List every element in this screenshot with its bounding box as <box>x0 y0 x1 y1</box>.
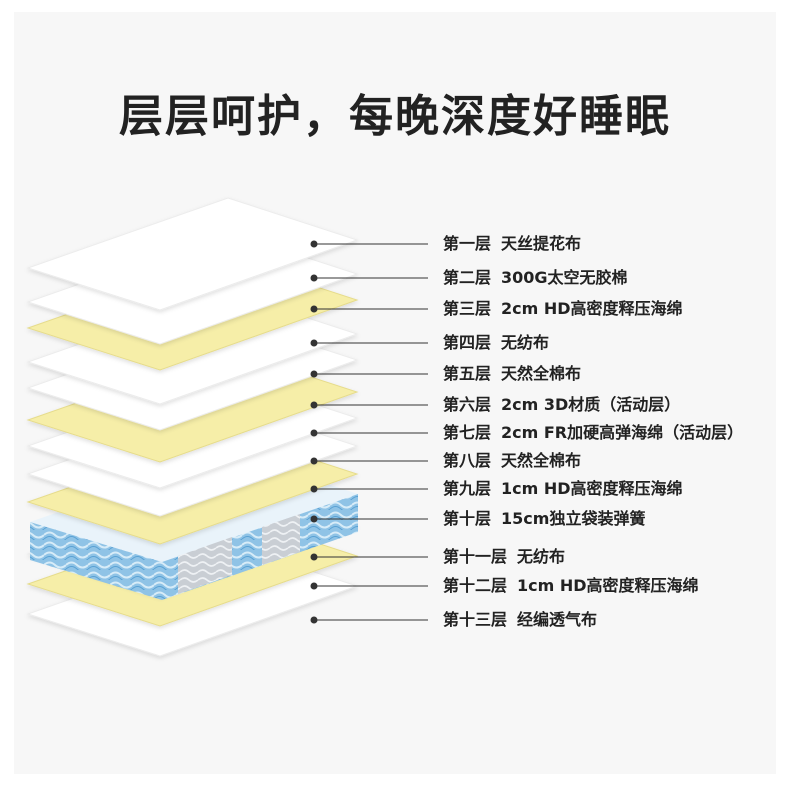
layer-label: 第十一层无纺布 <box>443 547 565 567</box>
layer-material: 2cm FR加硬高弹海绵（活动层） <box>501 423 744 442</box>
layer-material: 2cm HD高密度释压海绵 <box>501 299 683 318</box>
layer-level: 第一层 <box>443 234 492 253</box>
layer-label: 第十层 15cm独立袋装弹簧 <box>443 509 645 529</box>
layer-1-shape <box>26 197 359 311</box>
layer-material: 1cm HD高密度释压海绵 <box>517 576 699 595</box>
layer-level: 第二层 <box>443 268 492 287</box>
layer-level: 第十层 <box>443 509 492 528</box>
layer-label: 第九层 1cm HD高密度释压海绵 <box>443 479 683 499</box>
layer-label: 第五层天然全棉布 <box>443 364 581 384</box>
layer-level: 第九层 <box>443 479 492 498</box>
layer-label: 第十二层 1cm HD高密度释压海绵 <box>443 576 699 596</box>
layer-material: 经编透气布 <box>517 610 598 629</box>
layer-material: 300G太空无胶棉 <box>501 268 628 287</box>
layer-material: 15cm独立袋装弹簧 <box>501 509 646 528</box>
layer-material: 2cm 3D材质（活动层） <box>501 395 681 414</box>
layer-material: 天然全棉布 <box>501 364 582 383</box>
layer-level: 第四层 <box>443 333 492 352</box>
layer-level: 第八层 <box>443 451 492 470</box>
layer-level: 第十三层 <box>443 610 508 629</box>
layer-level: 第三层 <box>443 299 492 318</box>
layer-label: 第三层 2cm HD高密度释压海绵 <box>443 299 683 319</box>
layer-level: 第六层 <box>443 395 492 414</box>
layer-level: 第七层 <box>443 423 492 442</box>
layer-material: 无纺布 <box>517 547 566 566</box>
layer-level: 第十二层 <box>443 576 508 595</box>
layer-label: 第十三层经编透气布 <box>443 610 597 630</box>
layer-material: 无纺布 <box>501 333 550 352</box>
layer-label: 第四层无纺布 <box>443 333 549 353</box>
layer-label: 第二层 300G太空无胶棉 <box>443 268 628 288</box>
layer-label: 第八层天然全棉布 <box>443 451 581 471</box>
layer-level: 第五层 <box>443 364 492 383</box>
layer-material: 1cm HD高密度释压海绵 <box>501 479 683 498</box>
layer-label: 第一层天丝提花布 <box>443 234 581 254</box>
layer-label: 第六层 2cm 3D材质（活动层） <box>443 395 680 415</box>
page-title: 层层呵护，每晚深度好睡眠 <box>119 91 671 142</box>
layer-material: 天然全棉布 <box>501 451 582 470</box>
layer-material: 天丝提花布 <box>501 234 582 253</box>
layer-level: 第十一层 <box>443 547 508 566</box>
layer-label: 第七层 2cm FR加硬高弹海绵（活动层） <box>443 423 743 443</box>
